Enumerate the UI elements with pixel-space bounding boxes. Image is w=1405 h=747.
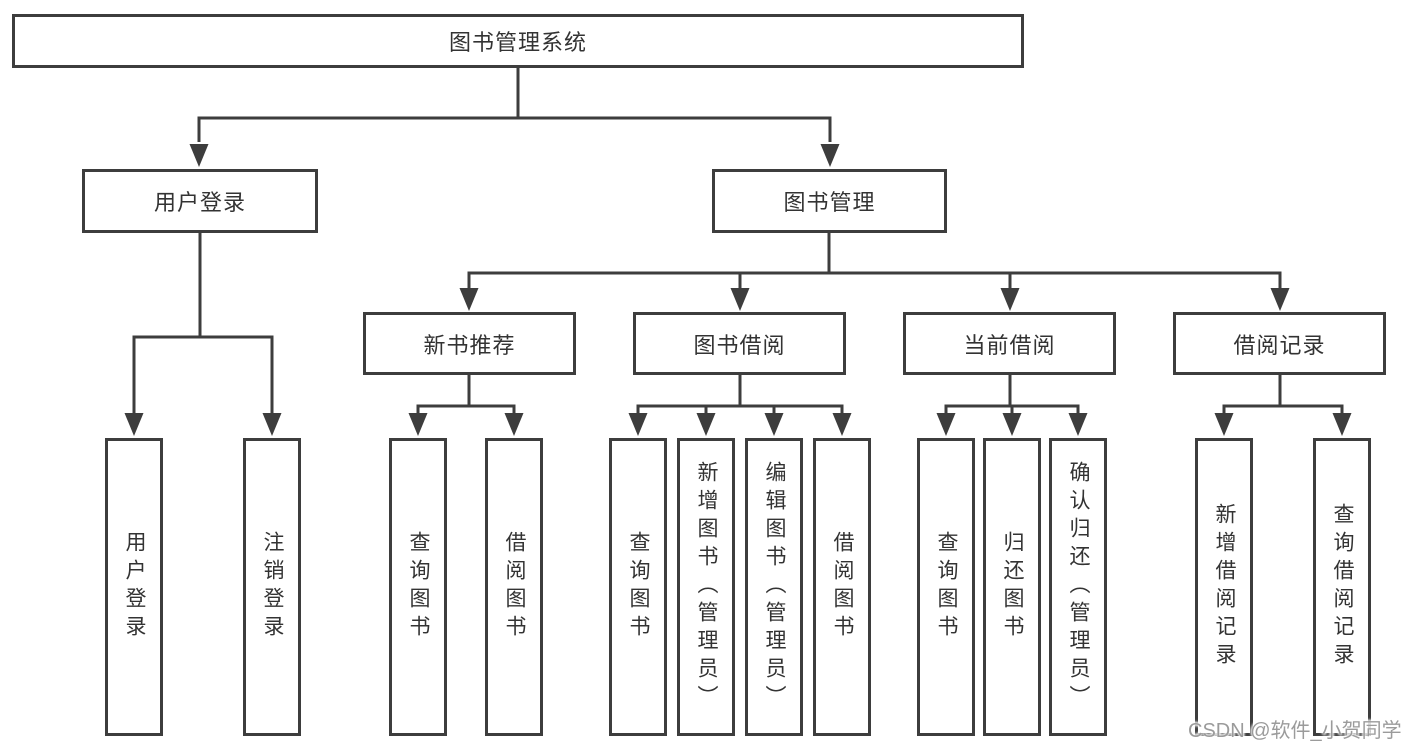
node-label: 查询图书 bbox=[407, 531, 430, 643]
node-book-management: 图书管理 bbox=[712, 169, 947, 233]
node-book-borrow: 图书借阅 bbox=[633, 312, 846, 375]
node-label: 新增借阅记录 bbox=[1213, 503, 1236, 671]
node-new-book-recommend: 新书推荐 bbox=[363, 312, 576, 375]
node-label: 归还图书 bbox=[1001, 531, 1024, 643]
node-label: 图书借阅 bbox=[693, 332, 786, 358]
leaf-recommend-borrow-books: 借阅图书 bbox=[485, 438, 543, 736]
leaf-borrow-edit-books-admin: 编辑图书（管理员） bbox=[745, 438, 803, 736]
node-label: 查询借阅记录 bbox=[1331, 503, 1354, 671]
node-label: 查询图书 bbox=[935, 531, 958, 643]
node-label: 编辑图书（管理员） bbox=[763, 461, 786, 713]
leaf-current-confirm-return-admin: 确认归还（管理员） bbox=[1049, 438, 1107, 736]
leaf-borrow-add-books-admin: 新增图书（管理员） bbox=[677, 438, 735, 736]
node-label: 新增图书（管理员） bbox=[695, 461, 718, 713]
leaf-logout: 注销登录 bbox=[243, 438, 301, 736]
leaf-current-return-books: 归还图书 bbox=[983, 438, 1041, 736]
node-current-borrow: 当前借阅 bbox=[903, 312, 1116, 375]
node-label: 图书管理 bbox=[783, 190, 876, 215]
node-label: 用户登录 bbox=[123, 531, 146, 643]
node-label: 图书管理系统 bbox=[448, 30, 587, 55]
leaf-borrow-query-books: 查询图书 bbox=[609, 438, 667, 736]
node-label: 借阅图书 bbox=[831, 531, 854, 643]
node-label: 新书推荐 bbox=[423, 332, 516, 358]
node-label: 注销登录 bbox=[261, 531, 284, 643]
node-label: 查询图书 bbox=[627, 531, 650, 643]
leaf-records-add-record: 新增借阅记录 bbox=[1195, 438, 1253, 736]
node-label: 当前借阅 bbox=[963, 332, 1056, 358]
leaf-borrow-borrow-books: 借阅图书 bbox=[813, 438, 871, 736]
node-borrow-records: 借阅记录 bbox=[1173, 312, 1386, 375]
leaf-current-query-books: 查询图书 bbox=[917, 438, 975, 736]
node-label: 确认归还（管理员） bbox=[1067, 461, 1090, 713]
node-label: 借阅图书 bbox=[503, 531, 526, 643]
csdn-watermark: CSDN @软件_小贺同学 bbox=[1188, 720, 1402, 742]
node-label: 借阅记录 bbox=[1233, 332, 1326, 358]
leaf-recommend-query-books: 查询图书 bbox=[389, 438, 447, 736]
node-user-login: 用户登录 bbox=[82, 169, 318, 233]
node-label: 用户登录 bbox=[153, 190, 246, 215]
leaf-records-query-record: 查询借阅记录 bbox=[1313, 438, 1371, 736]
leaf-user-login: 用户登录 bbox=[105, 438, 163, 736]
node-library-management-system: 图书管理系统 bbox=[12, 14, 1024, 68]
